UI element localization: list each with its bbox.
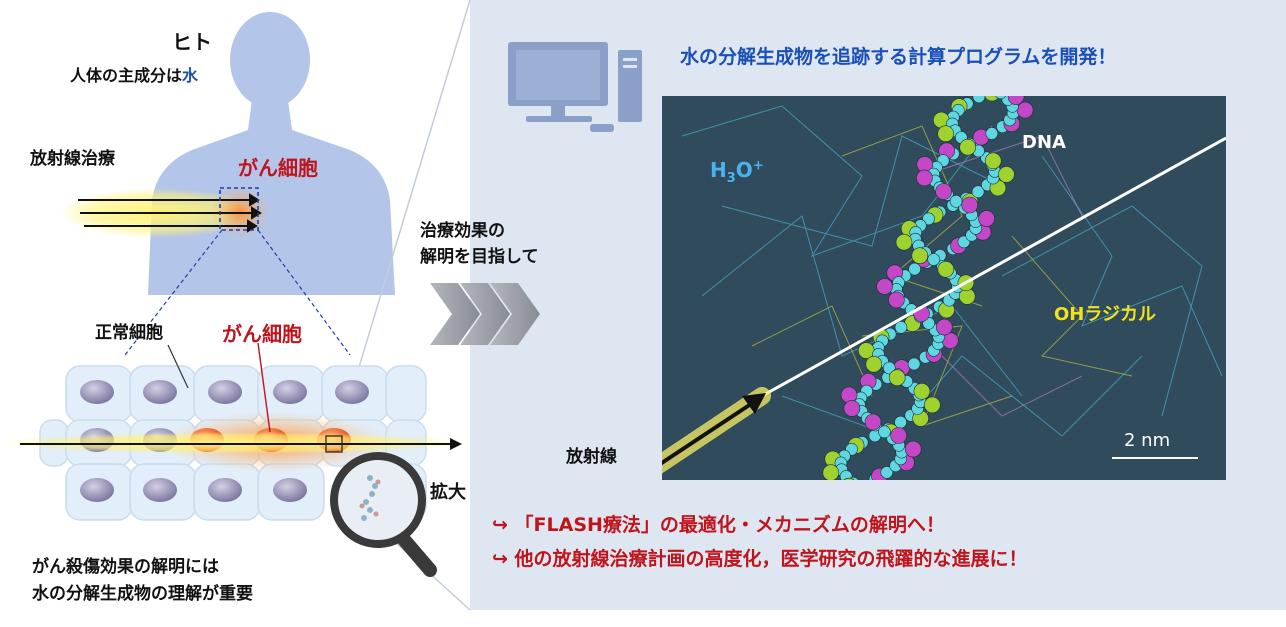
dna-atom [937, 125, 955, 143]
cancer-cell-label-bottom: がん細胞 [222, 322, 302, 346]
simulation-view: DNA H3O+ OHラジカル 2 nm [662, 96, 1226, 480]
dna-atom [998, 166, 1015, 183]
dna-atom [911, 247, 929, 264]
bullet-2: ↪ 他の放射線治療計画の高度化，医学研究の飛躍的な進展に！ [492, 544, 1028, 571]
dna-atom [895, 233, 913, 251]
dna-atom [922, 212, 935, 226]
bullet-arrow-icon: ↪ [492, 514, 508, 536]
goal-caption-line1: 治療効果の [420, 221, 505, 241]
zoom-box [219, 187, 259, 231]
dna-track-simulation [662, 96, 1226, 480]
radiotherapy-label: 放射線治療 [30, 149, 115, 169]
dna-atom [984, 96, 1000, 102]
dna-atom [839, 470, 853, 480]
bullet-arrow-icon: ↪ [492, 548, 508, 570]
human-subtitle-prefix: 人体の主成分は [70, 66, 183, 85]
cancer-cell-label-top: がん細胞 [238, 156, 318, 180]
dna-atom [1016, 101, 1034, 119]
dna-atom [959, 138, 977, 156]
bottom-caption: がん殺傷効果の解明には 水の分解生成物の理解が重要 [32, 554, 253, 608]
radiation-arrow [662, 400, 756, 466]
dna-atom [894, 415, 907, 429]
dna-atom [927, 253, 941, 266]
h3o-label: H3O+ [710, 158, 764, 186]
dna-helix [822, 96, 1034, 480]
human-subtitle: 人体の主成分は水 [70, 62, 198, 86]
dna-atom [971, 185, 985, 198]
computer-icon [508, 42, 642, 132]
scale-label: 2 nm [1124, 430, 1171, 451]
normal-cell-label: 正常細胞 [95, 323, 163, 343]
dna-atom [865, 355, 883, 373]
dna-atom [888, 291, 905, 309]
dna-atom [878, 425, 891, 439]
human-title: ヒト [172, 30, 212, 54]
dna-atom [972, 96, 986, 104]
dna-atom [908, 262, 921, 276]
goal-caption: 治療効果の 解明を目指して [420, 218, 539, 270]
dna-atom [883, 361, 896, 375]
progress-chevrons [430, 283, 540, 345]
dna-atom [995, 96, 1007, 100]
dna-atom [937, 261, 955, 278]
dna-atom [843, 400, 861, 417]
dna-atom [916, 169, 933, 187]
dna-atom [890, 427, 907, 444]
dna-atom [1007, 96, 1025, 105]
dna-atom [907, 357, 921, 371]
oh-radical-label: OHラジカル [1054, 304, 1157, 325]
dna-atom [822, 464, 840, 480]
dna-atom [978, 210, 995, 227]
magnify-label: 拡大 [430, 482, 466, 503]
magnifier-icon [330, 452, 437, 577]
dna-atom [843, 477, 855, 480]
bullet-1-text: 「FLASH療法」の最適化・メカニズムの解明へ！ [514, 514, 945, 536]
dna-atom [864, 413, 882, 431]
human-silhouette [148, 12, 395, 295]
bullet-1: ↪ 「FLASH療法」の最適化・メカニズムの解明へ！ [492, 510, 945, 537]
goal-caption-line2: 解明を目指して [420, 247, 539, 267]
radiation-label: 放射線 [566, 447, 617, 467]
headline: 水の分解生成物を追跡する計算プログラムを開発！ [680, 46, 1117, 68]
dna-atom [923, 396, 941, 414]
dna-atom [913, 382, 931, 400]
radiation-track [761, 136, 1226, 398]
dna-atom [985, 127, 999, 140]
dna-atom [888, 369, 906, 387]
magnify-target [325, 435, 343, 453]
dna-atom [935, 183, 952, 200]
radiation-arrows [78, 193, 262, 233]
dna-atom [935, 318, 953, 336]
dna-atom [876, 278, 893, 295]
bullet-2-text: 他の放射線治療計画の高度化，医学研究の飛躍的な進展に！ [514, 548, 1028, 570]
dna-atom [961, 196, 979, 214]
bottom-caption-line2: 水の分解生成物の理解が重要 [32, 584, 253, 604]
dna-atom [880, 466, 894, 479]
dna-atom [949, 195, 963, 208]
water-highlight: 水 [182, 66, 199, 85]
dna-atom [894, 321, 908, 334]
dna-atom [984, 152, 1002, 170]
dna-label: DNA [1022, 132, 1066, 153]
bottom-caption-line1: がん殺傷効果の解明には [32, 557, 219, 577]
dna-atom [904, 440, 922, 458]
